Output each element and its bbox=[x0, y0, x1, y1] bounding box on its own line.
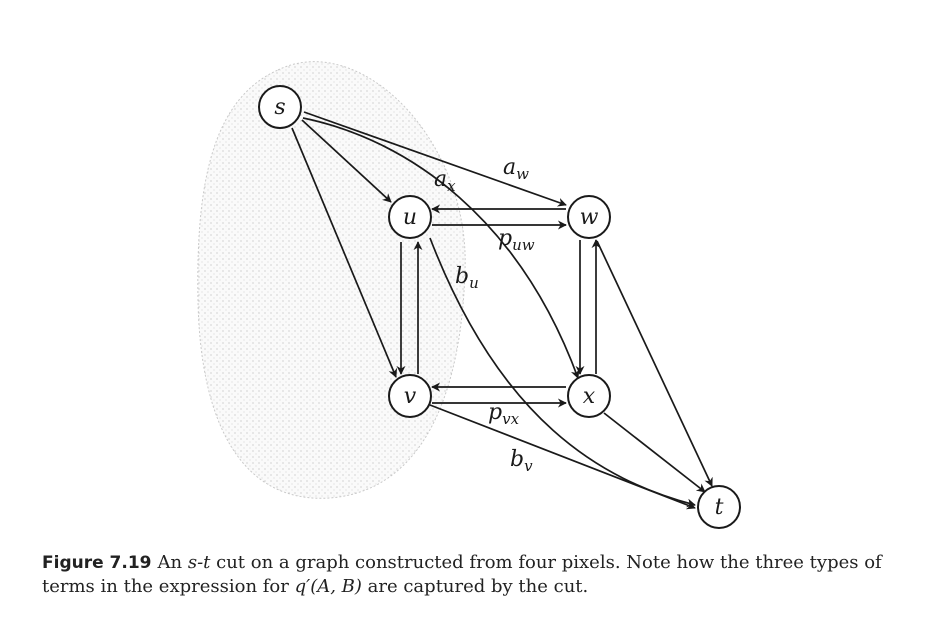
svg-text:u: u bbox=[403, 205, 417, 230]
node-v: v bbox=[388, 374, 432, 418]
edge-label-b-v: bv bbox=[510, 447, 533, 475]
caption-text-3: are captured by the cut. bbox=[361, 576, 589, 597]
edge-s-u bbox=[301, 119, 392, 203]
node-x: x bbox=[567, 374, 611, 418]
edge-label-a-w: aw bbox=[503, 155, 529, 183]
node-w: w bbox=[567, 195, 611, 239]
caption-st: s-t bbox=[187, 552, 211, 573]
edge-w-t bbox=[596, 240, 713, 487]
svg-text:s: s bbox=[274, 95, 285, 120]
svg-text:w: w bbox=[580, 205, 599, 230]
figure-number: Figure 7.19 bbox=[42, 553, 152, 573]
svg-text:x: x bbox=[583, 384, 596, 409]
edge-label-p-uw: puw bbox=[498, 226, 535, 254]
node-s: s bbox=[258, 85, 302, 129]
edge-label-a-x: ax bbox=[434, 167, 456, 195]
svg-text:t: t bbox=[715, 495, 724, 520]
node-u: u bbox=[388, 195, 432, 239]
node-t: t bbox=[697, 485, 741, 529]
edge-label-p-vx: pvx bbox=[488, 400, 520, 428]
caption-text-2: cut on a graph constructed from four pix… bbox=[42, 552, 882, 597]
edge-s-x bbox=[302, 117, 580, 379]
edge-v-t bbox=[429, 404, 696, 510]
svg-text:v: v bbox=[404, 384, 417, 409]
edge-s-w bbox=[303, 111, 567, 207]
edge-label-b-u: bu bbox=[455, 264, 479, 292]
edge-s-v bbox=[291, 127, 398, 378]
edge-x-t bbox=[603, 412, 706, 493]
cut-region bbox=[197, 61, 466, 499]
caption-q: q′(A, B) bbox=[294, 576, 362, 597]
caption-text-1: An bbox=[157, 552, 188, 573]
